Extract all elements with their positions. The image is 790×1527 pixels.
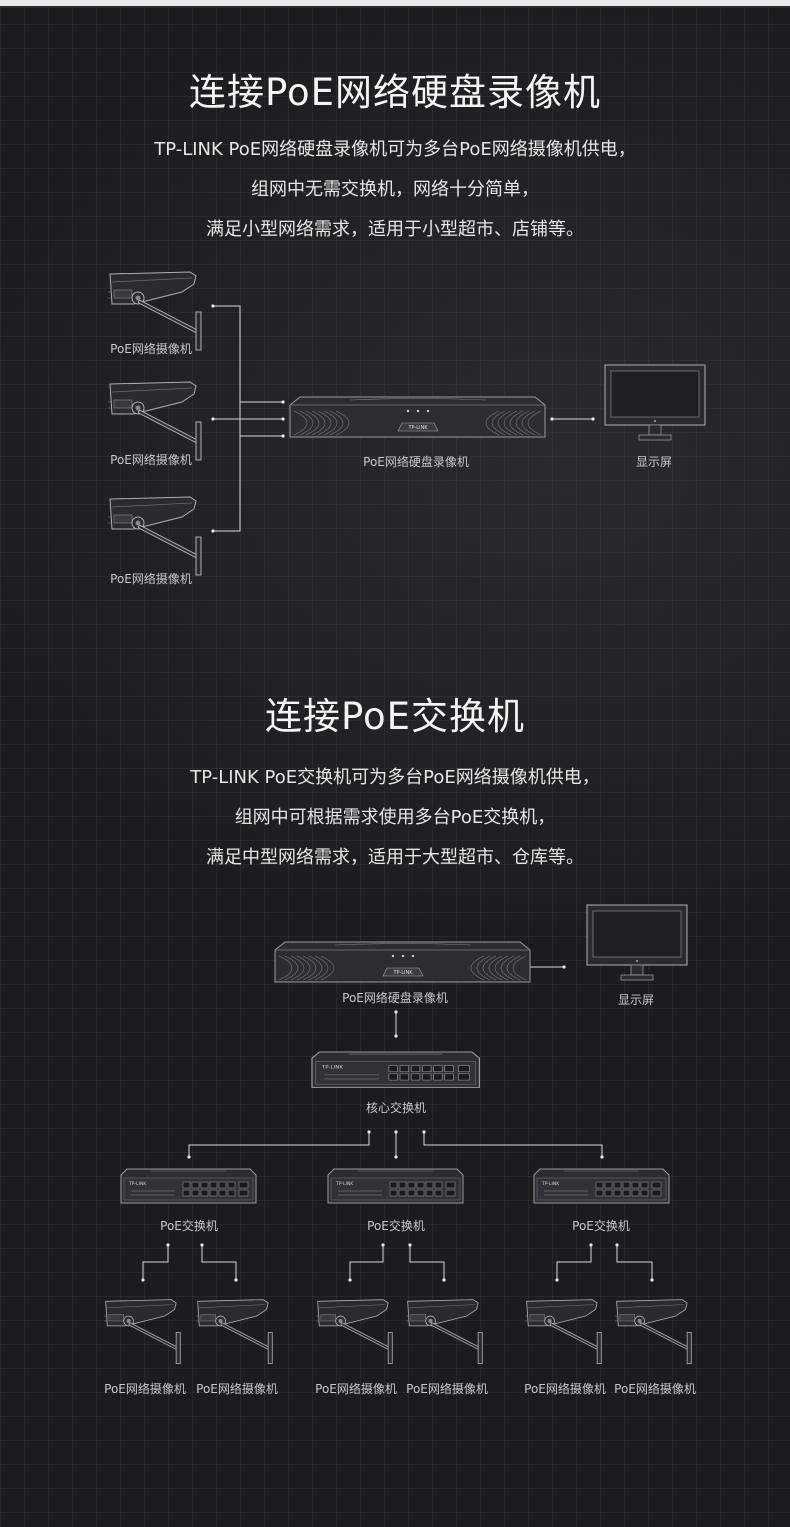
section1-camera-2 xyxy=(106,380,203,462)
section1-wiring xyxy=(213,305,593,532)
section2-wire-dots xyxy=(141,965,654,1282)
section2-camera-5 xyxy=(523,1298,603,1366)
section2-camera-2-label: PoE网络摄像机 xyxy=(196,1382,278,1396)
section1-desc-line3: 满足小型网络需求，适用于小型超市、店铺等。 xyxy=(206,219,584,240)
section2-poe-switch-3-label: PoE交换机 xyxy=(572,1219,630,1233)
section1-camera-2-label: PoE网络摄像机 xyxy=(110,453,192,467)
section2-nvr xyxy=(274,941,531,983)
section2-monitor xyxy=(586,904,688,981)
section2-camera-6 xyxy=(613,1298,693,1366)
section1-camera-1-label: PoE网络摄像机 xyxy=(110,342,192,356)
section1-desc-line2: 组网中无需交换机，网络十分简单， xyxy=(251,179,539,200)
top-border xyxy=(0,0,790,6)
section2-poe-switch-2-label: PoE交换机 xyxy=(367,1219,425,1233)
section2-camera-1-label: PoE网络摄像机 xyxy=(104,1382,186,1396)
section2-desc-line2: 组网中可根据需求使用多台PoE交换机， xyxy=(234,807,556,828)
section2-camera-4 xyxy=(404,1298,484,1366)
section1-nvr-label: PoE网络硬盘录像机 xyxy=(363,455,469,469)
section2-poe-switch-3 xyxy=(533,1168,670,1204)
section2-camera-3-label: PoE网络摄像机 xyxy=(315,1382,397,1396)
section2-nvr-label: PoE网络硬盘录像机 xyxy=(342,991,448,1005)
section2-core-switch-label: 核心交换机 xyxy=(365,1101,427,1115)
section1-camera-3-label: PoE网络摄像机 xyxy=(110,572,192,586)
section2-camera-1 xyxy=(102,1298,182,1366)
section1-nvr xyxy=(289,396,546,438)
section2-core-switch xyxy=(311,1051,481,1088)
section2-camera-3 xyxy=(314,1298,394,1366)
section1-camera-1 xyxy=(106,270,203,352)
section2-poe-switch-2 xyxy=(327,1168,464,1204)
section2-wiring xyxy=(142,966,653,1280)
section2-desc-line1: TP-LINK PoE交换机可为多台PoE网络摄像机供电， xyxy=(190,767,600,788)
section2-poe-switch-1 xyxy=(120,1168,257,1204)
section2-poe-switch-1-label: PoE交换机 xyxy=(160,1219,218,1233)
section1-camera-3 xyxy=(106,495,203,577)
section2-title: 连接PoE交换机 xyxy=(264,695,525,738)
section2-camera-4-label: PoE网络摄像机 xyxy=(406,1382,488,1396)
section2-camera-2 xyxy=(194,1298,274,1366)
section1-monitor xyxy=(604,364,706,441)
section2-desc-line3: 满足中型网络需求，适用于大型超市、仓库等。 xyxy=(206,847,584,868)
top-border-shadow xyxy=(0,6,790,8)
section2-camera-6-label: PoE网络摄像机 xyxy=(614,1382,696,1396)
section2-camera-5-label: PoE网络摄像机 xyxy=(524,1382,606,1396)
section1-desc-line1: TP-LINK PoE网络硬盘录像机可为多台PoE网络摄像机供电， xyxy=(154,139,636,160)
section1-wire-dots xyxy=(211,304,595,533)
section1-title: 连接PoE网络硬盘录像机 xyxy=(188,71,601,114)
section2-monitor-label: 显示屏 xyxy=(617,993,655,1007)
section1-monitor-label: 显示屏 xyxy=(635,455,673,469)
